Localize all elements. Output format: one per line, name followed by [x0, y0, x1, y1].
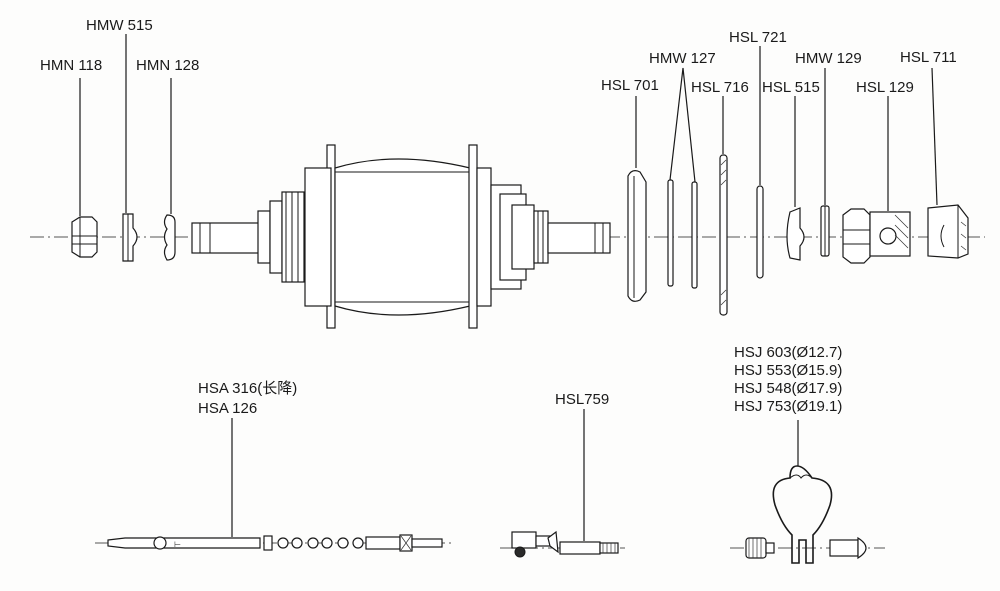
hmw515-washer [122, 213, 138, 262]
label-hsj753: HSJ 753(Ø19.1) [734, 398, 842, 415]
hsl716-disc [719, 154, 728, 316]
label-hsj603: HSJ 603(Ø12.7) [734, 344, 842, 361]
label-hsj553: HSJ 553(Ø15.9) [734, 362, 842, 379]
label-hmw127: HMW 127 [649, 50, 716, 67]
hmn118-nut [71, 216, 98, 258]
label-hsl515: HSL 515 [762, 79, 820, 96]
label-hsa316: HSA 316(长降) [198, 380, 297, 397]
hsl711-leader [931, 67, 938, 206]
label-hsa126: HSA 126 [198, 400, 257, 417]
label-hmn118: HMN 118 [40, 57, 102, 74]
hub-body [191, 144, 611, 329]
hmw129-washer [820, 205, 830, 257]
hmw127-leader [669, 67, 696, 183]
hsl721-ring [756, 185, 764, 279]
label-hsl129: HSL 129 [856, 79, 914, 96]
label-hmn128: HMN 128 [136, 57, 199, 74]
hsa-axle-assembly: ⊢ [95, 534, 455, 552]
label-hsl716: HSL 716 [691, 79, 749, 96]
hsl711-end-cap [927, 204, 969, 259]
hsj-clamp-assembly [730, 465, 885, 564]
hsl701-dust-cap [627, 170, 647, 302]
hsl759-cable-assembly [500, 530, 625, 558]
label-hsl759: HSL759 [555, 391, 609, 408]
label-hmw515: HMW 515 [86, 17, 153, 34]
label-hsl711: HSL 711 [900, 49, 957, 66]
hmn128-locknut [163, 214, 176, 261]
hmw127-washers [667, 179, 698, 289]
label-hsl721: HSL 721 [729, 29, 787, 46]
label-hsj548: HSJ 548(Ø17.9) [734, 380, 842, 397]
label-hsl701: HSL 701 [601, 77, 659, 94]
hsl515-spacer [786, 207, 805, 261]
hsl129-nut [842, 208, 911, 264]
svg-text:⊢: ⊢ [174, 540, 181, 549]
label-hmw129: HMW 129 [795, 50, 862, 67]
